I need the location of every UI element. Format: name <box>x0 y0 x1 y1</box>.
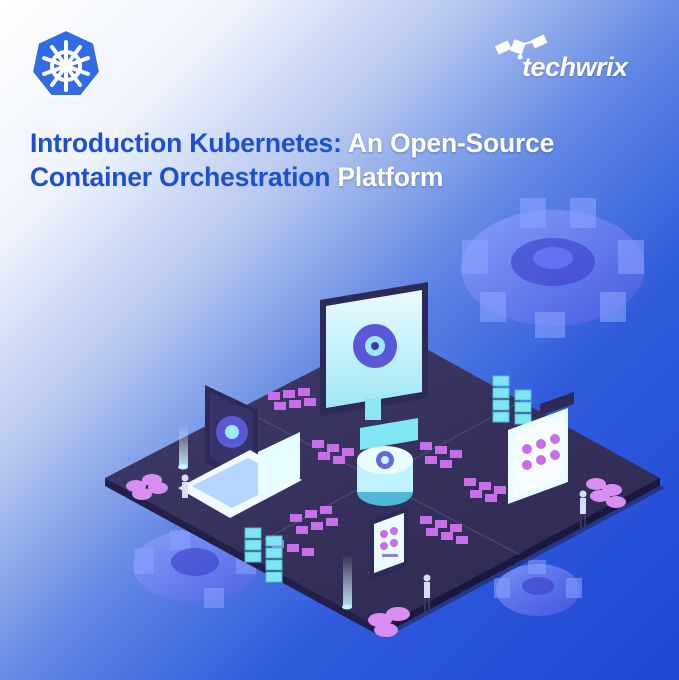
server-stack <box>244 375 532 583</box>
gear-icon <box>461 198 645 338</box>
kubernetes-logo-icon <box>30 28 102 97</box>
gear-icon <box>353 324 397 368</box>
person <box>579 490 587 528</box>
gear-icon <box>216 416 248 448</box>
title-line1-highlight: Introduction Kubernetes: <box>30 128 342 158</box>
satellite-icon <box>494 34 548 60</box>
tablet <box>508 392 574 504</box>
person <box>181 474 189 512</box>
pod-stack <box>126 474 626 637</box>
light-beam <box>178 424 352 610</box>
page-title: Introduction Kubernetes: An Open-Source … <box>30 126 650 194</box>
brand-name: techwrix <box>522 52 628 82</box>
module-cluster <box>268 388 506 556</box>
phone <box>370 506 408 580</box>
central-monitor <box>320 282 428 506</box>
person <box>423 574 431 614</box>
gear-icon <box>376 451 394 469</box>
title-line1-rest: An Open-Source <box>341 128 555 158</box>
title-line2-rest: Platform <box>330 162 444 192</box>
laptop <box>178 385 302 518</box>
title-line2-highlight: Container Orchestration <box>30 162 331 192</box>
gear-icon <box>494 560 582 616</box>
